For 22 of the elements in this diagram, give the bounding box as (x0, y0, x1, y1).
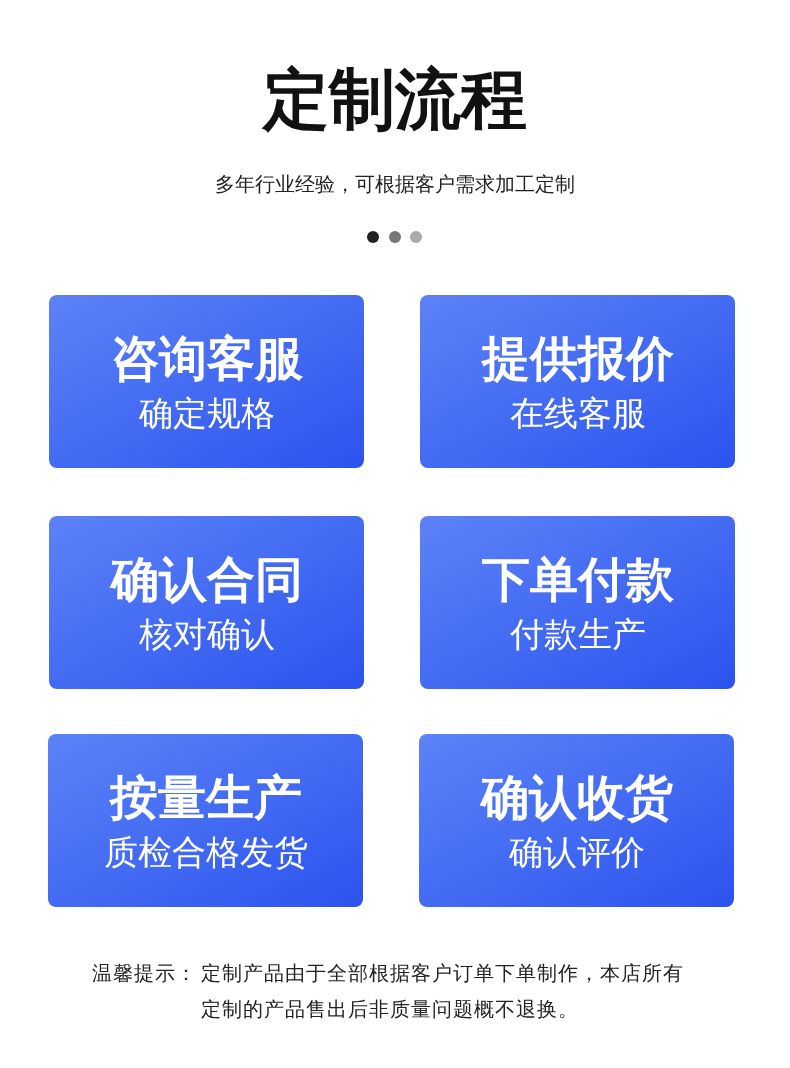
step-title: 确认收货 (480, 767, 673, 826)
step-card (49, 295, 364, 468)
step-title: 提供报价 (481, 328, 674, 387)
step-card (420, 295, 735, 468)
page-title: 定制流程 (263, 62, 527, 138)
step-subtitle: 确定规格 (138, 391, 275, 435)
step-subtitle: 在线客服 (509, 391, 646, 435)
step-card (419, 734, 734, 907)
step-title: 咨询客服 (110, 328, 303, 387)
subtitle-text: 多年行业经验，可根据客户需求加工定制 (215, 171, 575, 197)
step-subtitle: 确认评价 (508, 830, 645, 874)
step-subtitle: 质检合格发货 (103, 830, 308, 874)
step-card (420, 516, 735, 689)
step-title: 按量生产 (109, 767, 302, 826)
step-subtitle: 付款生产 (509, 612, 646, 656)
step-card (49, 516, 364, 689)
step-title: 确认合同 (110, 549, 303, 608)
note-prefix: 温馨提示： (92, 960, 197, 987)
note-text: 定制产品由于全部根据客户订单下单制作，本店所有定制的产品售出后非质量问题概不退换。 (201, 960, 685, 1023)
step-card (48, 734, 363, 907)
step-title: 下单付款 (481, 549, 674, 608)
step-subtitle: 核对确认 (138, 612, 275, 656)
